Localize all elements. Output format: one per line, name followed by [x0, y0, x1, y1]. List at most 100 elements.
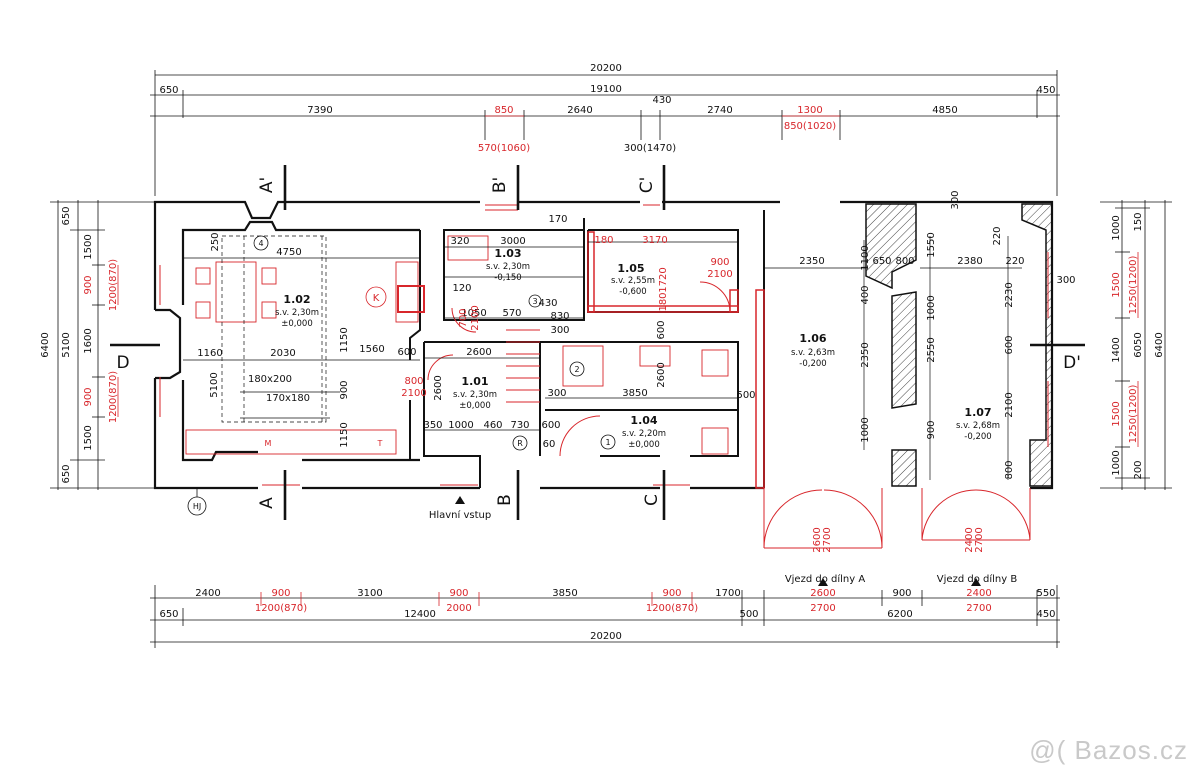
dim-bot-c3: 500: [739, 609, 758, 620]
dim-r104-c: 2600: [656, 362, 667, 387]
garage-b-height-1: 2400: [964, 527, 975, 552]
left-dimensions: [50, 200, 155, 490]
section-lines: [110, 165, 1085, 520]
room-labels: 1.02 s.v. 2,30m ±0,000 1.03 s.v. 2,30m -…: [275, 247, 1000, 450]
garage-a-height-1: 2600: [812, 527, 823, 552]
dim-r105-c: 1720: [658, 267, 669, 292]
dim-right-inner: 6050: [1133, 332, 1144, 357]
room-1-05-height: s.v. 2,55m: [611, 276, 655, 286]
dim-bot-7: 1700: [715, 588, 740, 599]
dim-inner-top: 19100: [590, 84, 622, 95]
furniture: [185, 235, 729, 455]
section-a-bottom: A: [257, 497, 277, 509]
dim-r107-l: 1000: [926, 295, 937, 320]
room-1-06-number: 1.06: [799, 332, 826, 345]
room-1-01-level: ±0,000: [459, 401, 490, 411]
exterior-walls: [153, 200, 1054, 490]
dim-r107-b: 220: [1005, 256, 1024, 267]
dim-r107-k: 300: [1056, 275, 1075, 286]
room-1-03-height: s.v. 2,30m: [486, 262, 530, 272]
dim-r102-c: 2030: [270, 348, 295, 359]
dim-right-e1: 150: [1133, 212, 1144, 231]
dim-r103-a: 320: [450, 236, 469, 247]
dim-bed-2: 170x180: [266, 393, 310, 404]
dim-bot-6: 900: [662, 588, 681, 599]
dim-bot-c5: 450: [1036, 609, 1055, 620]
dim-bot-r5: 2700: [966, 603, 991, 614]
symbol-m: M: [265, 439, 272, 448]
room-1-07-height: s.v. 2,68m: [956, 421, 1000, 431]
dim-r103-b: 3000: [500, 236, 525, 247]
bottom-dimensions: [150, 585, 1060, 648]
dim-door-d: 2100: [470, 305, 481, 330]
dim-left-r1: 1200(870): [108, 259, 119, 311]
room-1-05-level: -0,600: [619, 287, 646, 297]
dim-right-r1: 1250(1200): [1128, 256, 1139, 315]
dim-left-e1: 650: [61, 206, 72, 225]
dim-r103-f: 430: [538, 298, 557, 309]
dim-r104-b: 3850: [622, 388, 647, 399]
dim-left-e5: 900: [83, 387, 94, 406]
dim-bot-9: 900: [892, 588, 911, 599]
dim-r101-h: 600: [541, 420, 560, 431]
dim-r101-e: 1000: [448, 420, 473, 431]
room-1-04-height: s.v. 2,20m: [622, 429, 666, 439]
dim-left-e2: 1500: [83, 234, 94, 259]
dim-door-b: 2100: [401, 388, 426, 399]
dim-r103-e: 570: [502, 308, 521, 319]
dim-top-r1: 570(1060): [478, 143, 530, 154]
dim-bot-3: 3100: [357, 588, 382, 599]
dim-r105-door2: 2100: [707, 269, 732, 280]
main-entrance-label: Hlavní vstup: [429, 509, 491, 521]
dim-r102-width: 4750: [276, 247, 301, 258]
dim-right-total: 6400: [1154, 332, 1165, 357]
dim-r101-f: 460: [483, 420, 502, 431]
dim-r105-b: 180: [594, 235, 613, 246]
room-1-07-number: 1.07: [964, 406, 991, 419]
entrance-markers: [455, 496, 981, 586]
dim-r103-c: 120: [452, 283, 471, 294]
dim-r107-e: 2230: [1004, 282, 1015, 307]
room-1-01-height: s.v. 2,30m: [453, 390, 497, 400]
garage-columns: [865, 203, 1053, 487]
symbol-3: 3: [532, 297, 537, 306]
dim-bot-c4: 6200: [887, 609, 912, 620]
dim-bot-2: 900: [271, 588, 290, 599]
dim-r101-d: 350: [423, 420, 442, 431]
dim-right-r2: 1250(1200): [1128, 385, 1139, 444]
dim-bot-total: 20200: [590, 631, 622, 642]
openings-red: [159, 204, 1049, 549]
dim-right-e6: 1000: [1111, 450, 1122, 475]
dim-top-4: 430: [652, 95, 671, 106]
dim-left-inner: 5100: [61, 332, 72, 357]
room-1-02-number: 1.02: [283, 293, 310, 306]
symbol-1: 1: [605, 438, 610, 447]
dim-bot-8: 2600: [810, 588, 835, 599]
inner-dimension-text: 4750 250 1160 2030 1150 1560 1150 5100 9…: [197, 190, 1075, 479]
dim-left-e4: 1600: [83, 328, 94, 353]
section-d-right: D': [1063, 353, 1081, 373]
section-c-bottom: C: [642, 494, 662, 506]
beds: [221, 235, 327, 423]
top-dimensions: [150, 70, 1060, 196]
dim-r107-f: 2550: [926, 337, 937, 362]
dim-r107-m: 300: [950, 190, 961, 209]
dim-r104-e: 600: [656, 320, 667, 339]
dim-r107-i: 900: [926, 420, 937, 439]
dim-r106-f: 650: [872, 256, 891, 267]
dim-r104-d: 500: [736, 390, 755, 401]
dim-door-c: 700: [458, 308, 469, 327]
dim-top-7: 4850: [932, 105, 957, 116]
dim-bot-c1: 650: [159, 609, 178, 620]
dim-r106-g: 800: [895, 256, 914, 267]
dim-bot-4: 900: [449, 588, 468, 599]
room-1-02-level: ±0,000: [281, 319, 312, 329]
dim-bot-11: 550: [1036, 588, 1055, 599]
dim-r101-c: 2600: [433, 375, 444, 400]
dim-top-3: 2640: [567, 105, 592, 116]
garage-b-height-2: 2700: [974, 527, 985, 552]
dim-r101-i: 60: [543, 439, 556, 450]
room-1-02-height: s.v. 2,30m: [275, 308, 319, 318]
dim-r102-f: 1150: [339, 422, 350, 447]
section-d-left: D: [116, 353, 129, 373]
